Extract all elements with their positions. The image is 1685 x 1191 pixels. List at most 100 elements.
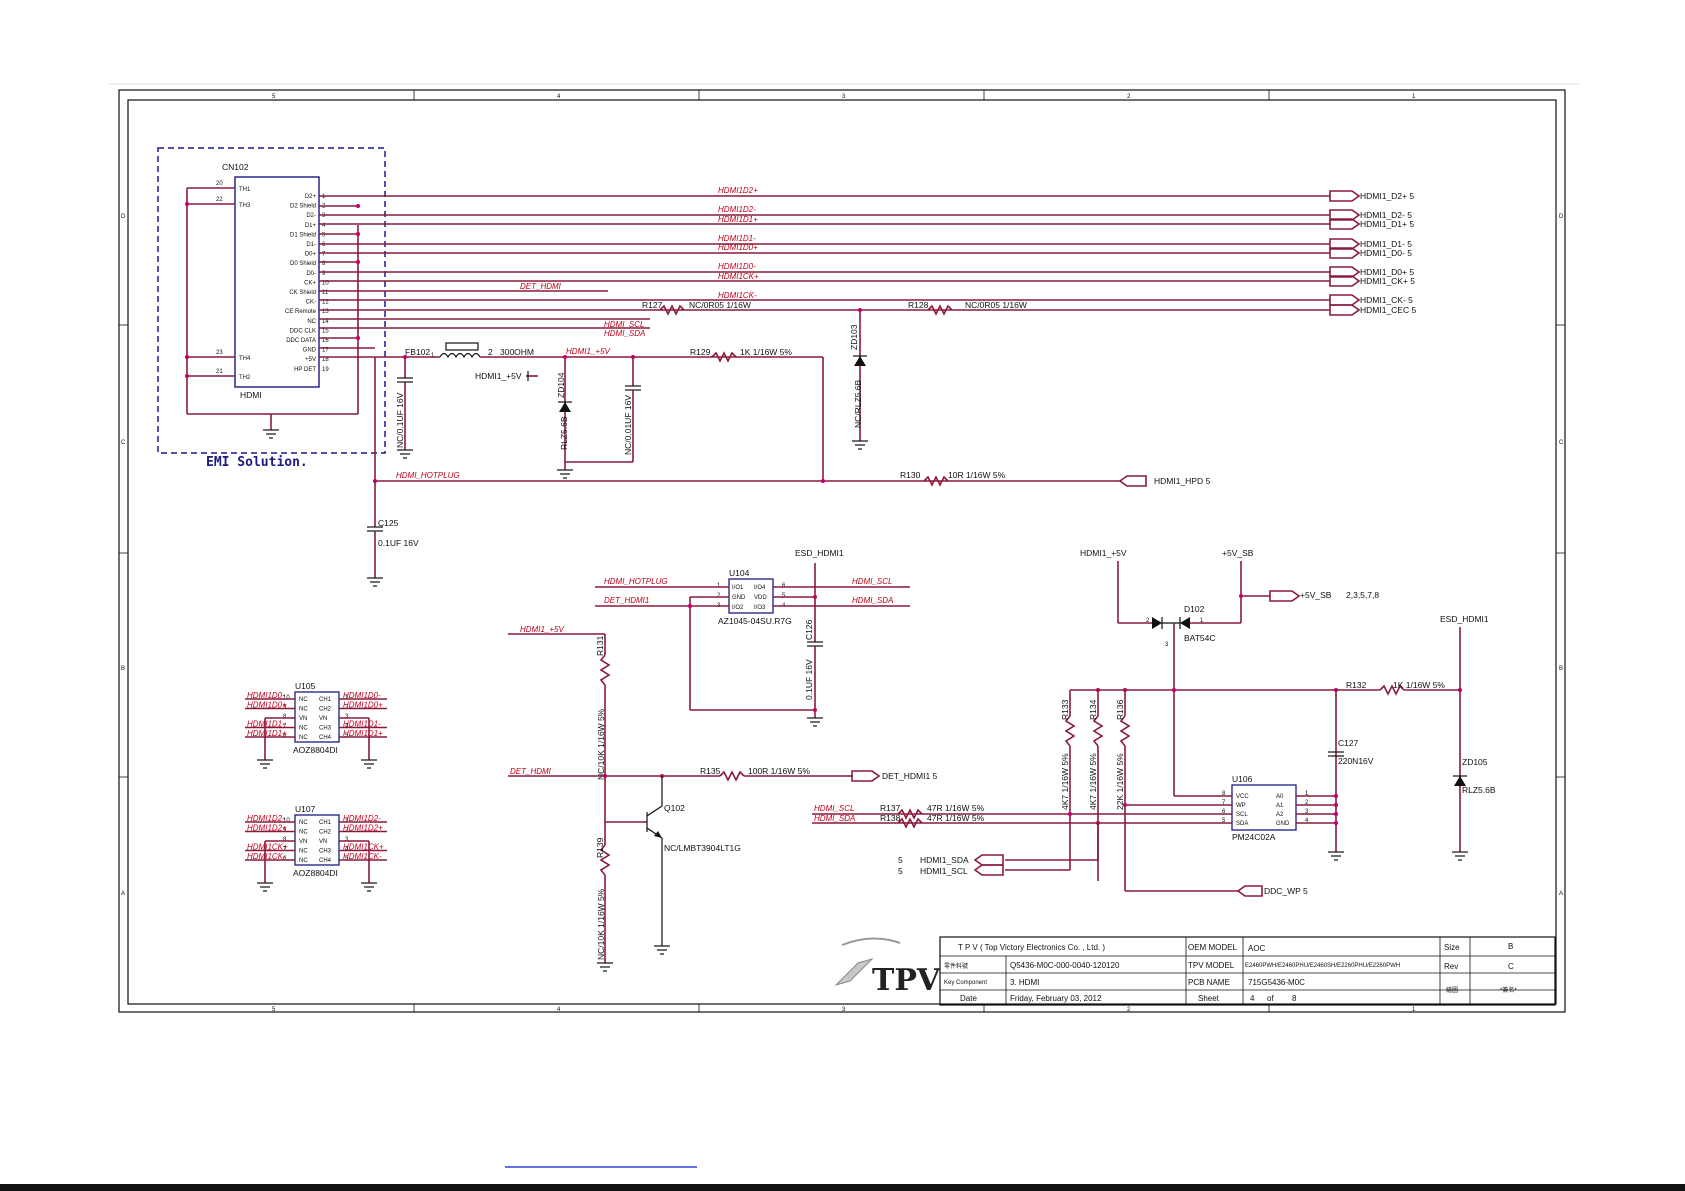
u106-lname: VCC: [1236, 794, 1249, 800]
u105-rname: CH3: [319, 726, 332, 732]
u105-lpin: 10: [283, 695, 290, 701]
cn-pin-num: 4: [322, 223, 326, 229]
tpv-logo: TPV: [872, 963, 941, 998]
u104-p5: 5: [782, 593, 786, 599]
cn-pin-num: 15: [322, 328, 329, 334]
tb-tpv: E2460PWH/E2460PHU/E2460SH/E2260PHU/E2260…: [1245, 963, 1400, 969]
cn-pin21: 21: [216, 369, 223, 375]
frame-row-b-r: B: [1559, 666, 1563, 672]
net-d1p: HDMI1D1+: [718, 215, 758, 224]
u104-l3: I/O2: [732, 605, 744, 611]
tb-total: 8: [1292, 994, 1297, 1003]
tb-key-l: Key Component: [944, 980, 987, 986]
cn-pin-num: 18: [322, 357, 329, 363]
right-port-label: HDMI1_CK- 5: [1360, 295, 1413, 305]
r134-val: 4K7 1/16W 5%: [1088, 753, 1098, 810]
fb102-p2: 2: [488, 347, 493, 357]
cn-pin-label: D2+: [305, 194, 317, 200]
port-n2: 5: [898, 866, 903, 876]
r132-ref: R132: [1346, 680, 1367, 690]
tb-oem-l: OEM MODEL: [1188, 943, 1237, 952]
u105-rpin: 4: [345, 724, 349, 730]
cn-pin-num: 3: [322, 213, 326, 219]
zd103-ref: ZD103: [849, 324, 859, 350]
frame-col-4: 4: [557, 94, 561, 100]
q102-part: NC/LMBT3904LT1G: [664, 843, 741, 853]
cn-pin-num: 17: [322, 348, 329, 354]
d102-ref: D102: [1184, 604, 1205, 614]
frame-row-b: B: [121, 666, 125, 672]
frame-col-4b: 4: [557, 1007, 561, 1013]
u107-lname: NC: [299, 820, 308, 826]
u106-rname: A2: [1276, 812, 1284, 818]
frame-row-a-r: A: [1559, 891, 1563, 897]
right-port-label: HDMI1_D1+ 5: [1360, 219, 1414, 229]
signal-lines: [185, 195, 1330, 481]
u107-out: HDMI1D2+: [343, 824, 383, 833]
u107-ref: U107: [295, 804, 316, 814]
frame-col-5b: 5: [272, 1007, 276, 1013]
frame-col-2b: 2: [1127, 1007, 1131, 1013]
zd104: ZD104 RLZ5.6B: [556, 355, 573, 479]
tb-oem: AOC: [1248, 944, 1266, 953]
u106-rpin: 1: [1305, 791, 1309, 797]
r131-ref: R131: [595, 635, 605, 656]
net-d1n: HDMI1D1-: [718, 234, 756, 243]
c124: NC/0.01UF 16V: [565, 355, 641, 463]
d102-val: BAT54C: [1184, 633, 1216, 643]
u107-in: HDMI1D2+: [247, 824, 287, 833]
u106-rname: GND: [1276, 821, 1290, 827]
u104-p6: 6: [782, 583, 786, 589]
u105-rname: CH1: [319, 697, 332, 703]
zd104-ref: ZD104: [556, 372, 566, 398]
net-ckp: HDMI1CK+: [718, 272, 759, 281]
u106-lpin: 5: [1222, 818, 1226, 824]
drawing-frame: 5 4 3 2 1 5 4 3 2 1 D C B A D C B A: [118, 89, 1566, 1013]
cn102-ref: CN102: [222, 162, 249, 172]
right-port-label: HDMI1_D1- 5: [1360, 239, 1412, 249]
u106-lname: SDA: [1236, 821, 1248, 827]
c127-val: 220N16V: [1338, 756, 1374, 766]
c127-ref: C127: [1338, 738, 1359, 748]
u106-rname: A0: [1276, 794, 1284, 800]
tb-sheet-l: Sheet: [1198, 994, 1220, 1003]
u105-rpin: 2: [345, 705, 349, 711]
q-det: DET_HDMI: [510, 767, 552, 776]
c126-ref: C126: [804, 619, 814, 640]
u104-part: AZ1045-04SU.R7G: [718, 616, 792, 626]
u105-lpin: 7: [283, 724, 287, 730]
c123: NC/0.1UF 16V: [395, 355, 413, 459]
u104-p2: 2: [717, 593, 721, 599]
r139-ref: R139: [595, 837, 605, 858]
r137-val: 47R 1/16W 5%: [927, 803, 985, 813]
cn-pin-num: 10: [322, 280, 329, 286]
u106-rpin: 2: [1305, 800, 1309, 806]
r128-val: NC/0R05 1/16W: [965, 300, 1027, 310]
frame-col-1: 1: [1412, 94, 1416, 100]
r128: R128 NC/0R05 1/16W: [908, 300, 1027, 316]
cn-pin-num: 1: [322, 194, 326, 200]
cn-th3: TH3: [239, 203, 251, 209]
ee-5v: HDMI1_+5V: [1080, 548, 1127, 558]
tb-num: Q5436-M0C-000-0040-120120: [1010, 961, 1120, 970]
cn-pin-num: 13: [322, 309, 329, 315]
cn-pin20: 20: [216, 181, 223, 187]
port-sda: HDMI1_SDA: [920, 855, 969, 865]
cn-pin-label: D1-: [306, 242, 316, 248]
tb-cn1: 零件料號: [944, 962, 968, 970]
u105-lname: NC: [299, 735, 308, 741]
cn-pin-num: 8: [322, 261, 326, 267]
zd105-ref: ZD105: [1462, 757, 1488, 767]
net-d2p: HDMI1D2+: [718, 186, 758, 195]
tb-date: Friday, February 03, 2012: [1010, 994, 1102, 1003]
cn-pin-label: NC: [307, 319, 316, 325]
r139-val: NC/10K 1/16W 5%: [596, 888, 606, 960]
net-5v: HDMI1_+5V: [566, 347, 610, 356]
hdmi5v-label: HDMI1_+5V: [475, 371, 522, 381]
cn-pin-num: 16: [322, 338, 329, 344]
frame-col-5: 5: [272, 94, 276, 100]
tb-cn2: 繪圖: [1446, 986, 1458, 994]
r127-val: NC/0R05 1/16W: [689, 300, 751, 310]
